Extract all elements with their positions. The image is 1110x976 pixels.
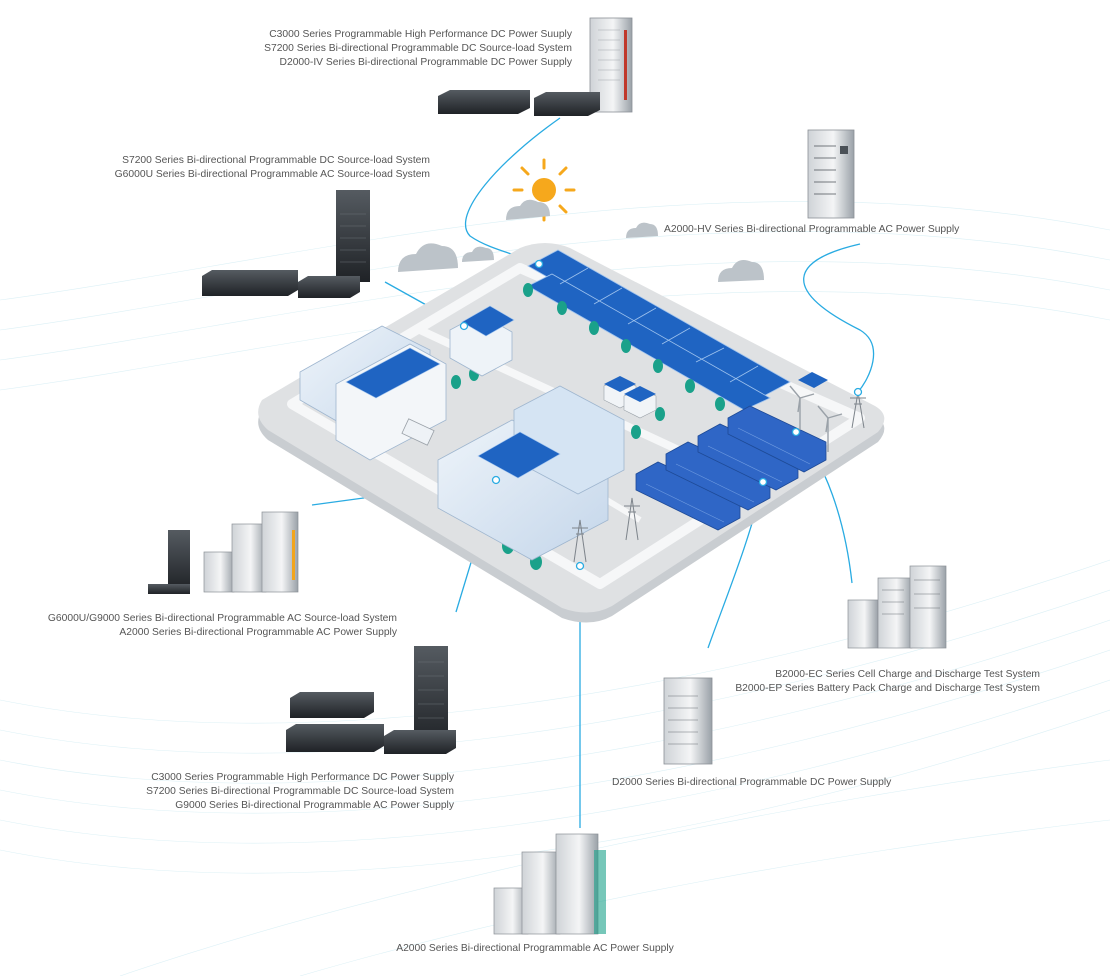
connector-upper-right	[803, 243, 875, 393]
label-line: C3000 Series Programmable High Performan…	[269, 29, 572, 40]
transmission-tower-icons	[572, 391, 866, 563]
label-line: G6000U Series Bi-directional Programmabl…	[114, 169, 430, 180]
label-lower-right: D2000 Series Bi-directional Programmable…	[612, 776, 891, 790]
solar-field	[527, 249, 791, 411]
equipment-mid-right	[847, 565, 947, 649]
label-upper-right: A2000-HV Series Bi-directional Programma…	[664, 223, 959, 237]
cloud-icons	[398, 199, 764, 282]
label-line: D2000-IV Series Bi-directional Programma…	[279, 57, 572, 68]
label-line: A2000 Series Bi-directional Programmable…	[119, 627, 397, 638]
office-building	[437, 385, 625, 561]
equipment-upper-left	[202, 190, 370, 298]
background-waves	[0, 201, 1110, 976]
label-bottom: A2000 Series Bi-directional Programmable…	[380, 942, 690, 956]
wind-turbine-icons	[789, 385, 843, 452]
connector-nodes	[459, 259, 863, 571]
factory-building	[299, 325, 447, 461]
equipment-upper-right	[807, 129, 855, 219]
utility-kiosks	[603, 372, 828, 419]
equipment-bottom	[493, 833, 606, 935]
label-line: A2000 Series Bi-directional Programmable…	[396, 943, 674, 954]
label-line: C3000 Series Programmable High Performan…	[151, 772, 454, 783]
label-line: D2000 Series Bi-directional Programmable…	[612, 777, 892, 788]
label-top: C3000 Series Programmable High Performan…	[264, 28, 572, 70]
equipment-lower-left	[286, 646, 456, 754]
label-mid-left: G6000U/G9000 Series Bi-directional Progr…	[48, 612, 397, 640]
label-mid-right: B2000-EC Series Cell Charge and Discharg…	[735, 668, 1040, 696]
label-line: B2000-EP Series Battery Pack Charge and …	[735, 683, 1040, 694]
label-upper-left: S7200 Series Bi-directional Programmable…	[115, 154, 430, 182]
label-lower-left: C3000 Series Programmable High Performan…	[146, 771, 454, 813]
equipment-mid-left	[148, 511, 299, 594]
label-line: G6000U/G9000 Series Bi-directional Progr…	[47, 613, 397, 624]
energy-storage-containers	[635, 405, 827, 531]
label-line: S7200 Series Bi-directional Programmable…	[264, 43, 572, 54]
equipment-lower-right	[663, 677, 713, 765]
label-line: G9000 Series Bi-directional Programmable…	[175, 800, 454, 811]
label-line: S7200 Series Bi-directional Programmable…	[122, 155, 430, 166]
equipment-top	[438, 17, 633, 116]
label-line: B2000-EC Series Cell Charge and Discharg…	[775, 669, 1040, 680]
label-line: S7200 Series Bi-directional Programmable…	[146, 786, 454, 797]
label-line: A2000-HV Series Bi-directional Programma…	[664, 224, 960, 235]
